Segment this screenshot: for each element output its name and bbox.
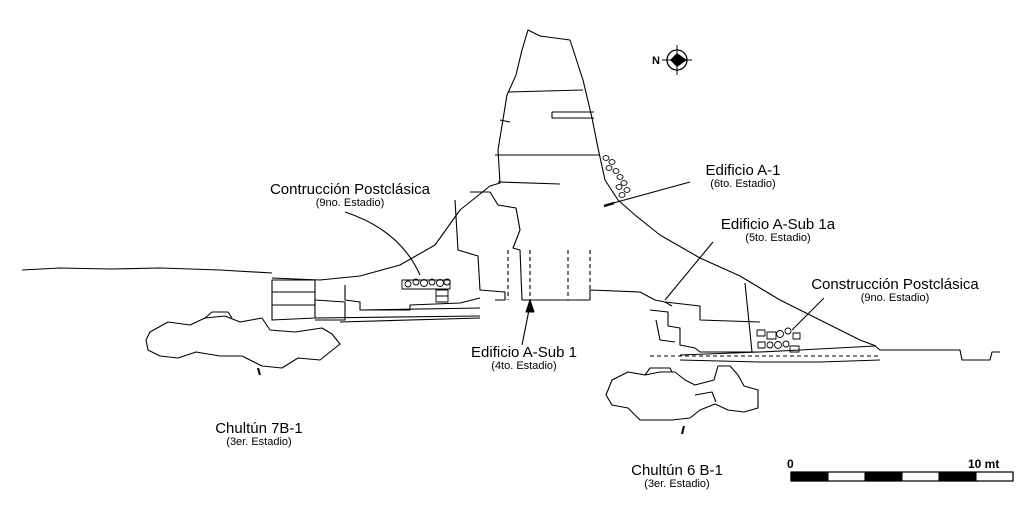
label-chultun-7b1-title: Chultún 7B-1	[215, 420, 303, 437]
postclasica-right-stones	[756, 327, 801, 353]
chultun-7b1-inner	[204, 311, 233, 319]
pyramid-profile	[271, 29, 877, 347]
left-block-a	[271, 279, 316, 321]
ground-line-right	[679, 345, 1000, 361]
label-chultun-6b1-title: Chultún 6 B-1	[631, 462, 723, 479]
label-chultun-7b1-stage: (3er. Estadio)	[226, 435, 292, 448]
label-chultun-6b1: Chultún 6 B-1 (3er. Estadio)	[612, 463, 742, 490]
leader-postclasica-left	[344, 211, 421, 276]
leader-edificio-a1	[605, 181, 691, 206]
label-postclasica-right-title: Construcción Postclásica	[811, 276, 979, 293]
terrace-line-2	[551, 111, 594, 119]
label-chultun-6b1-stage: (3er. Estadio)	[644, 477, 710, 490]
label-edificio-a-sub-1: Edificio A-Sub 1 (4to. Estadio)	[454, 345, 594, 372]
left-block-b	[314, 299, 346, 321]
label-postclasica-right-stage: (9no. Estadio)	[860, 291, 930, 304]
leader-postclasica-right	[791, 297, 825, 331]
compass-rose-icon	[662, 45, 692, 75]
right-step-2	[655, 319, 676, 343]
chultun-6b1-neck	[644, 367, 673, 376]
a1-wall-stones	[602, 155, 631, 198]
terrace-line-3	[499, 119, 511, 123]
scale-bar-graphic	[790, 471, 1014, 482]
label-edificio-a-sub-1-title: Edificio A-Sub 1	[471, 344, 577, 361]
terrace-line-5	[497, 181, 561, 185]
leader-sub-1a	[664, 241, 714, 301]
north-label: N	[652, 55, 660, 67]
label-postclasica-right: Construcción Postclásica (9no. Estadio)	[795, 277, 995, 304]
label-edificio-a-sub-1a-title: Edificio A-Sub 1a	[720, 216, 836, 233]
label-edificio-a-sub-1a: Edificio A-Sub 1a (5to. Estadio)	[708, 217, 848, 244]
chultun-6b1-outline	[605, 365, 759, 421]
label-postclasica-left-title: Contrucción Postclásica	[269, 181, 431, 198]
label-edificio-a1-title: Edificio A-1	[705, 162, 781, 179]
right-inner-step	[664, 301, 761, 323]
sub1-left-wall	[454, 199, 506, 301]
label-postclasica-left-stage: (9no. Estadio)	[315, 196, 385, 209]
ground-line-left	[21, 267, 273, 274]
scale-start-label: 0	[787, 457, 794, 471]
leader-chultun-7b1	[257, 367, 261, 376]
label-postclasica-left: Contrucción Postclásica (9no. Estadio)	[252, 182, 448, 209]
left-floor-3	[359, 307, 481, 311]
terrace-line-1	[507, 89, 584, 93]
right-step-1	[649, 309, 760, 353]
leader-sub-1-head	[525, 299, 535, 313]
label-edificio-a-sub-1-stage: (4to. Estadio)	[491, 359, 557, 372]
scale-end-label: 10 mt	[968, 457, 1000, 471]
leader-edificio-a1-tick	[603, 201, 615, 208]
label-edificio-a-sub-1a-stage: (5to. Estadio)	[745, 231, 811, 244]
left-floor-1	[314, 315, 481, 319]
right-wall-1	[744, 282, 753, 353]
chultun-6b1-inner	[694, 391, 717, 403]
label-chultun-7b1: Chultún 7B-1 (3er. Estadio)	[196, 421, 322, 448]
sub1-structure	[470, 191, 673, 307]
chultun-7b1-outline	[145, 315, 341, 369]
right-base-line	[679, 359, 881, 363]
label-edificio-a1: Edificio A-1 (6to. Estadio)	[688, 163, 798, 190]
postclasica-left-stones	[401, 278, 451, 303]
left-floor-2	[339, 317, 481, 323]
label-edificio-a1-stage: (6to. Estadio)	[710, 177, 776, 190]
leader-chultun-6b1	[681, 425, 685, 435]
